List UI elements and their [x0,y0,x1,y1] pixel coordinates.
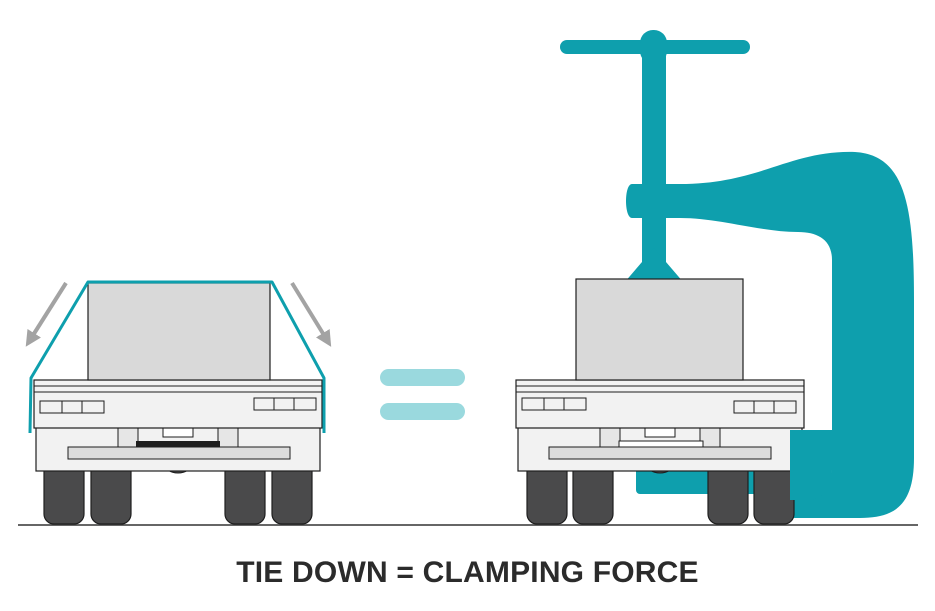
left-truck-icon [34,283,322,524]
equals-icon [380,369,465,420]
left-load [88,283,270,380]
right-load [576,279,743,380]
diagram-caption: TIE DOWN = CLAMPING FORCE [0,556,935,590]
downward-force-arrow-icon [30,283,66,340]
c-clamp-jaw [790,430,832,500]
